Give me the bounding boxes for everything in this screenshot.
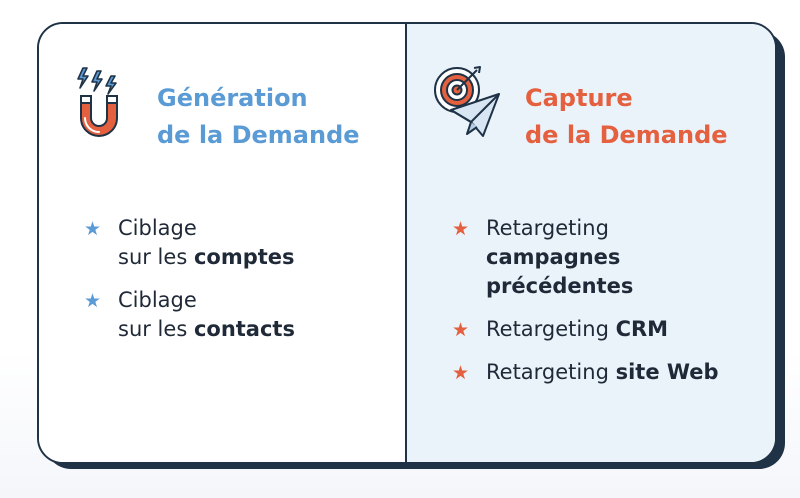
list-item: ★ Retargeting campagnes précédentes [452, 214, 719, 301]
comparison-card: Génération de la Demande ★ Ciblage sur l… [37, 22, 777, 464]
demand-capture-title: Capture de la Demande [525, 80, 728, 154]
list-item: ★ Ciblage sur les comptes [84, 214, 295, 272]
star-icon: ★ [84, 290, 102, 312]
target-paper-plane-icon [434, 66, 500, 137]
bullet-prefix: sur les [118, 245, 194, 269]
bullet-line-1: Retargeting [486, 216, 609, 240]
bullet-line: Retargeting site Web [486, 358, 719, 387]
star-icon: ★ [452, 319, 470, 341]
bullet-bold: comptes [193, 245, 295, 269]
bullet-line-2: sur les comptes [118, 243, 295, 272]
list-item: ★ Ciblage sur les contacts [84, 286, 295, 344]
star-icon: ★ [452, 218, 470, 240]
bullet-bold-line-2: précédentes [486, 274, 634, 298]
star-icon: ★ [84, 218, 102, 240]
bullet-prefix: Retargeting [486, 317, 616, 341]
star-icon: ★ [452, 362, 470, 384]
magnet-icon [77, 67, 118, 137]
demand-generation-panel: Génération de la Demande ★ Ciblage sur l… [39, 24, 407, 462]
demand-capture-panel: Capture de la Demande ★ Retargeting camp… [407, 24, 775, 462]
title-line-1: Génération [157, 84, 308, 112]
bullet-prefix: sur les [118, 317, 194, 341]
bullet-line-2: sur les contacts [118, 315, 295, 344]
bullet-bold: site Web [615, 360, 719, 384]
bullet-bold: CRM [615, 317, 669, 341]
title-line-2: de la Demande [157, 121, 360, 149]
bullet-bold: contacts [193, 317, 295, 341]
bullet-prefix: Retargeting [486, 360, 616, 384]
bullet-line-1: Ciblage [118, 216, 197, 240]
title-line-2: de la Demande [525, 121, 728, 149]
demand-capture-list: ★ Retargeting campagnes précédentes ★ Re… [452, 214, 719, 401]
list-item: ★ Retargeting CRM [452, 315, 719, 344]
demand-generation-title: Génération de la Demande [157, 80, 360, 154]
title-line-1: Capture [525, 84, 633, 112]
demand-generation-list: ★ Ciblage sur les comptes ★ Ciblage sur … [84, 214, 295, 358]
bullet-line-1: Ciblage [118, 288, 197, 312]
bullet-line: Retargeting CRM [486, 315, 719, 344]
bullet-bold-line-1: campagnes [486, 245, 621, 269]
list-item: ★ Retargeting site Web [452, 358, 719, 387]
